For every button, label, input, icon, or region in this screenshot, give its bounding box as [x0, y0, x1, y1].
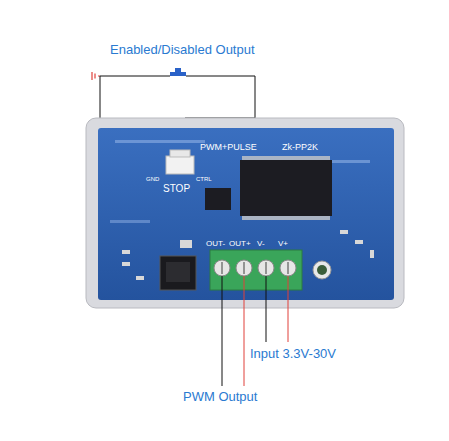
capacitor [313, 261, 331, 279]
wire-black [222, 276, 223, 386]
capacitor-top [317, 265, 327, 275]
screw-slots [222, 262, 288, 274]
wire-red [288, 276, 289, 342]
terminal-name: OUT- [206, 240, 225, 248]
regulator-tab [166, 262, 190, 282]
pcb-board [98, 128, 394, 300]
small-chip [205, 188, 231, 210]
ground-symbol [92, 72, 100, 80]
jst-connector [166, 156, 194, 174]
pin-name: CTRL [196, 176, 212, 182]
input-label: Input 3.3V-30V [250, 347, 336, 360]
terminal-name: OUT+ [229, 240, 251, 248]
push-button [170, 68, 186, 76]
module-case [86, 118, 404, 308]
switch-label: Enabled/Disabled Output [110, 43, 255, 56]
terminal-name: V- [257, 240, 265, 248]
pin-name: GND [146, 176, 159, 182]
model-number: Zk-PP2K [282, 143, 318, 152]
mcu-chip [240, 160, 332, 216]
wire-red [244, 276, 245, 386]
board-name: PWM+PULSE [200, 143, 257, 152]
terminal-screws [214, 260, 296, 276]
regulator [160, 256, 196, 290]
jst-connector-lip [170, 150, 190, 157]
terminal-name: V+ [278, 240, 288, 248]
connector-name: STOP [163, 184, 190, 194]
wire-black [266, 276, 267, 342]
pin-row [110, 140, 370, 223]
chip-pins [242, 156, 330, 220]
output-label: PWM Output [183, 390, 257, 403]
